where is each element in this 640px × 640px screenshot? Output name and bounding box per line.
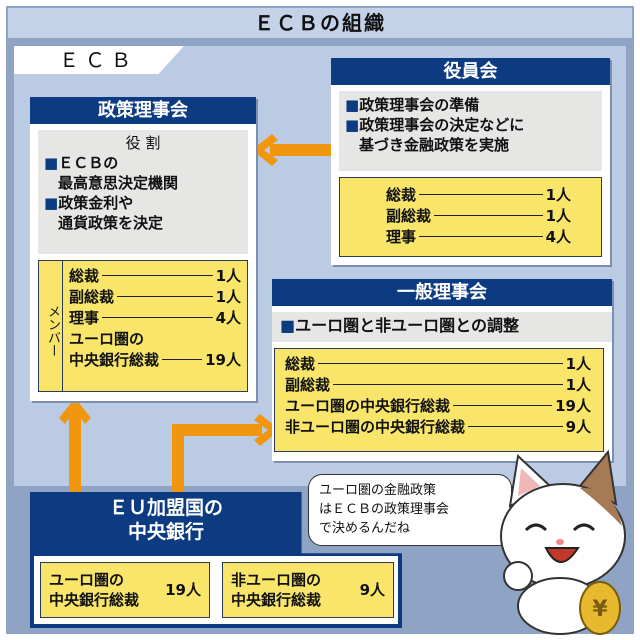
lucky-cat-icon: ¥ (500, 449, 626, 635)
governing-council-roles: 役 割 ■ＥＣＢの 最高意思決定機関 ■政策金利や 通貨政策を決定 (38, 130, 248, 254)
governing-council-box: 政策理事会 役 割 ■ＥＣＢの 最高意思決定機関 ■政策金利や 通貨政策を決定 … (30, 97, 256, 401)
role-title: 役 割 (125, 134, 161, 152)
executive-board-roles: ■政策理事会の準備 ■政策理事会の決定などに 基づき金融政策を実施 (339, 91, 602, 171)
arrow-exec-to-gov (270, 144, 332, 156)
general-council-role: ■ユーロ圏と非ユーロ圏との調整 (272, 312, 612, 342)
role-item: 基づき金融政策を実施 (359, 136, 510, 154)
role-item: 政策金利や (58, 194, 134, 212)
role-item: 通貨政策を決定 (58, 214, 164, 232)
role-item: 政策理事会の準備 (359, 96, 480, 114)
executive-board-box: 役員会 ■政策理事会の準備 ■政策理事会の決定などに 基づき金融政策を実施 総裁… (331, 58, 610, 265)
speech-bubble: ユーロ圏の金融政策はＥＣＢの政策理事会で決めるんだね (308, 474, 512, 546)
arrow-all-to-general-h (172, 424, 262, 436)
euro-area-governors: ユーロ圏の中央銀行総裁 19人 (40, 562, 210, 618)
member-row: ユーロ圏の (69, 330, 145, 348)
ecb-label: ＥＣＢ (14, 46, 184, 74)
coin-symbol: ¥ (592, 597, 608, 622)
role-item: 最高意思決定機関 (58, 174, 179, 192)
role-item: ＥＣＢの (58, 154, 119, 172)
arrow-head-up-icon (59, 398, 91, 424)
role-item: 政策理事会の決定などに (359, 116, 525, 134)
general-council-header: 一般理事会 (272, 279, 612, 306)
eu-central-banks-header: ＥＵ加盟国の中央銀行 (108, 497, 223, 543)
page-title: ＥＣＢの組織 (8, 8, 632, 38)
members-label: メンバー (39, 261, 63, 391)
arrow-head-left-icon (252, 134, 278, 166)
executive-board-header: 役員会 (331, 58, 610, 85)
arrow-head-right-icon (254, 414, 280, 446)
non-euro-area-governors: 非ユーロ圏の中央銀行総裁 9人 (222, 562, 394, 618)
governing-council-header: 政策理事会 (30, 97, 256, 124)
